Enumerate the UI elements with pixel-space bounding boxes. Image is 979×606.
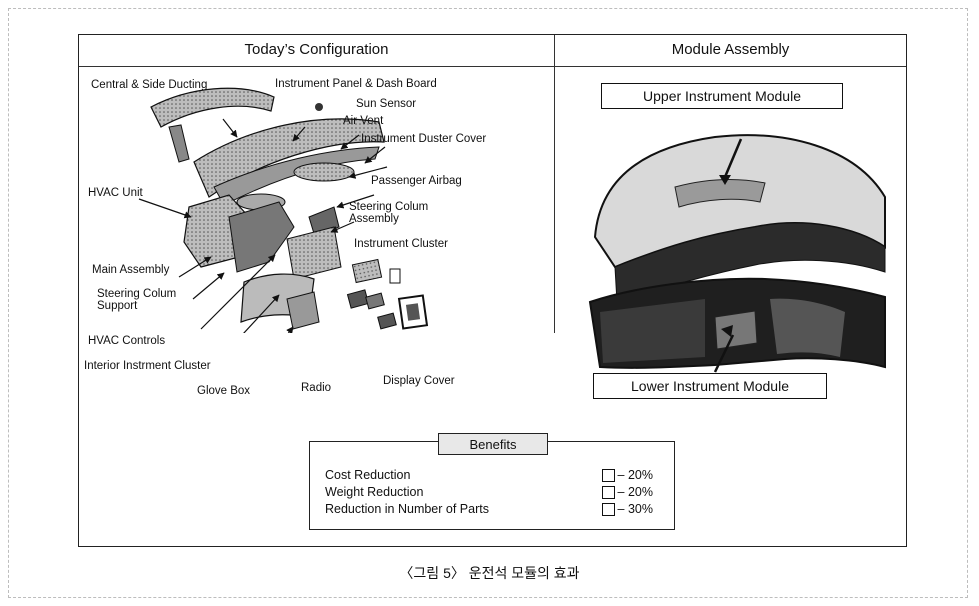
label-interior-cluster: Interior Instrment Cluster (84, 360, 211, 372)
right-panel-title: Module Assembly (555, 41, 906, 58)
label-air-vent: Air Vent (343, 115, 383, 127)
figure-caption: 〈그림 5〉 운전석 모듈의 효과 (0, 563, 979, 583)
label-steering-colum-support: Steering Colum Support (97, 288, 197, 312)
label-radio: Radio (301, 382, 331, 394)
label-steering-colum-assembly: Steering Colum Assembly (349, 201, 459, 225)
checkbox-icon (602, 503, 615, 516)
label-display-cover: Display Cover (383, 375, 455, 387)
label-glove-box: Glove Box (197, 385, 250, 397)
label-instrument-panel: Instrument Panel & Dash Board (275, 78, 437, 90)
benefit-row: Cost Reduction – 20% (325, 468, 665, 482)
benefit-value: – 20% (602, 485, 653, 499)
glove-box-part (287, 292, 319, 329)
benefit-label: Cost Reduction (325, 468, 410, 482)
benefits-title: Benefits (438, 433, 548, 455)
label-instrument-duster-cover: Instrument Duster Cover (361, 133, 491, 145)
benefit-row: Weight Reduction – 20% (325, 485, 665, 499)
lower-module-callout: Lower Instrument Module (593, 373, 827, 399)
benefit-label: Weight Reduction (325, 485, 423, 499)
module-assembly-illustration (555, 67, 906, 387)
label-sun-sensor: Sun Sensor (356, 98, 416, 110)
label-hvac-unit: HVAC Unit (88, 187, 143, 199)
checkbox-icon (602, 469, 615, 482)
benefits-box: Benefits Cost Reduction – 20% Weight Red… (309, 441, 675, 530)
label-central-side-ducting: Central & Side Ducting (91, 79, 207, 91)
benefit-value: – 30% (602, 502, 653, 516)
left-panel-title: Today’s Configuration (79, 41, 554, 58)
figure-panel: Today’s Configuration Module Assembly (78, 34, 907, 547)
benefit-value-text: – 20% (618, 468, 653, 482)
benefit-label: Reduction in Number of Parts (325, 502, 489, 516)
checkbox-icon (602, 486, 615, 499)
label-main-assembly: Main Assembly (92, 264, 169, 276)
label-instrument-cluster: Instrument Cluster (354, 238, 448, 250)
upper-module-callout: Upper Instrument Module (601, 83, 843, 109)
benefit-value: – 20% (602, 468, 653, 482)
benefit-row: Reduction in Number of Parts – 30% (325, 502, 665, 516)
benefit-value-text: – 30% (618, 502, 653, 516)
label-passenger-airbag: Passenger Airbag (371, 175, 462, 187)
ducting-part (151, 88, 274, 127)
label-hvac-controls: HVAC Controls (88, 335, 165, 347)
benefit-value-text: – 20% (618, 485, 653, 499)
